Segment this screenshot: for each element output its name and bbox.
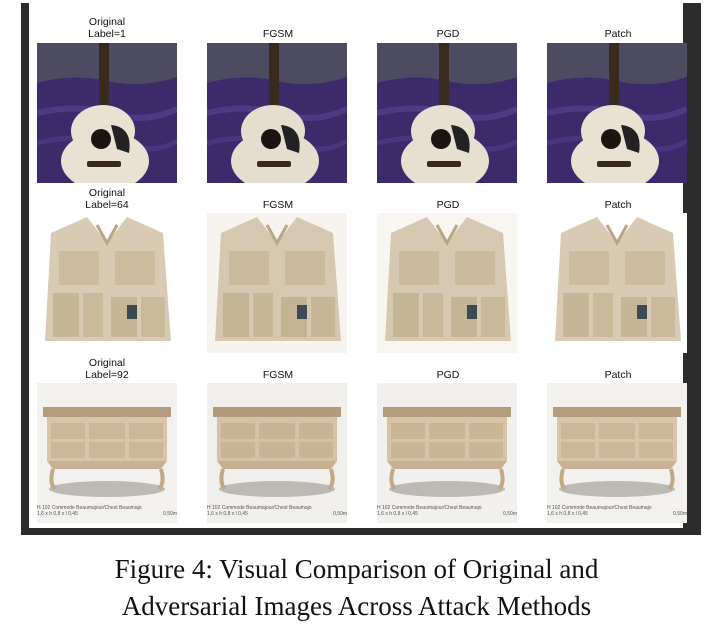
image-guitar-patch [547, 43, 687, 183]
image-guitar-pgd [377, 43, 517, 183]
figure-caption-line1: Figure 4: Visual Comparison of Original … [114, 554, 599, 584]
title-pgd-row1: PGD [436, 28, 460, 40]
image-vest-fgsm [207, 213, 347, 353]
chest-caption-patch: H 102 Commode Beaumajour/Chest Beaumajo … [547, 505, 687, 517]
title-fgsm-row2: FGSM [262, 199, 294, 211]
image-chest-original [37, 383, 177, 523]
image-chest-pgd [377, 383, 517, 523]
image-chest-patch [547, 383, 687, 523]
title-patch-row3: Patch [604, 369, 632, 381]
image-chest-fgsm [207, 383, 347, 523]
title-pgd-row2: PGD [436, 199, 460, 211]
chest-caption-pgd: H 102 Commode Beaumajour/Chest Beaumajo … [377, 505, 517, 517]
title-pgd-row3: PGD [436, 369, 460, 381]
image-guitar-original [37, 43, 177, 183]
title-patch-row1: Patch [604, 28, 632, 40]
title-patch-row2: Patch [604, 199, 632, 211]
image-vest-patch [547, 213, 687, 353]
title-fgsm-row3: FGSM [262, 369, 294, 381]
chest-caption-fgsm: H 102 Commode Beaumajour/Chest Beaumajo … [207, 505, 347, 517]
image-vest-original [37, 213, 177, 353]
image-vest-pgd [377, 213, 517, 353]
chest-caption-original: H 102 Commode Beaumajour/Chest Beaumajo … [37, 505, 177, 517]
figure-caption-line2: Adversarial Images Across Attack Methods [121, 591, 592, 621]
image-guitar-fgsm [207, 43, 347, 183]
title-fgsm-row1: FGSM [262, 28, 294, 40]
